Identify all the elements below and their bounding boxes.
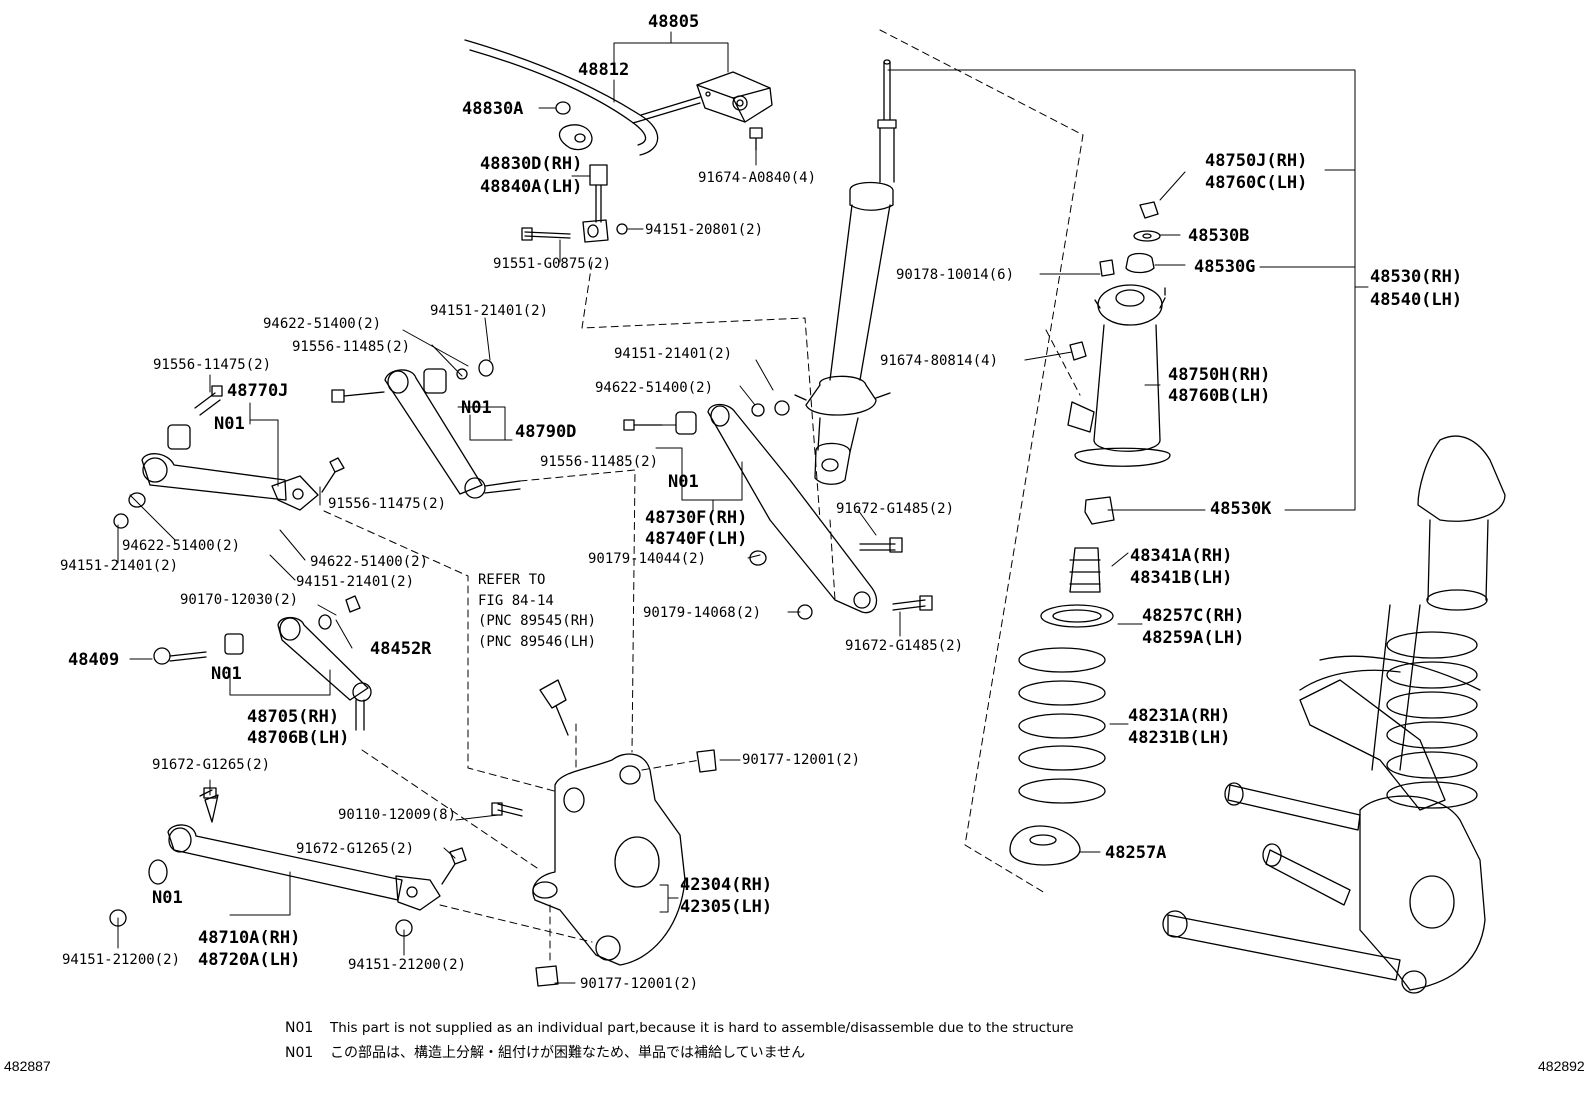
callout-48730f: 48730F(RH) xyxy=(645,508,748,528)
callout-48530k: 48530K xyxy=(1210,499,1272,519)
shock-absorber-drawing xyxy=(794,59,897,485)
callout-48710a: 48710A(RH) xyxy=(198,928,301,948)
callout-48530b: 48530B xyxy=(1188,226,1250,246)
callout-94151-21200-a: 94151-21200(2) xyxy=(62,952,181,968)
callout-48409: 48409 xyxy=(68,650,120,670)
spring-assembly-drawing xyxy=(1009,201,1171,866)
callout-48805: 48805 xyxy=(648,12,700,32)
callout-94151-21401-low: 94151-21401(2) xyxy=(296,574,415,590)
callout-91672-g1485-b: 91672-G1485(2) xyxy=(845,638,964,654)
callout-94151-21200-b: 94151-21200(2) xyxy=(348,957,467,973)
callout-48257c: 48257C(RH) xyxy=(1142,606,1245,626)
callout-n01: N01 xyxy=(668,472,699,492)
callout-90177-12001-b: 90177-12001(2) xyxy=(580,976,699,992)
refer-note-line: REFER TO xyxy=(478,572,546,588)
callout-91556-11485-mid: 91556-11485(2) xyxy=(540,454,659,470)
callout-90170-12030: 90170-12030(2) xyxy=(180,592,299,608)
assembled-suspension-drawing xyxy=(1162,435,1506,994)
callout-48750j: 48750J(RH) xyxy=(1205,151,1308,171)
callout-48540: 48540(LH) xyxy=(1370,290,1463,310)
figure-code-left: 482887 xyxy=(4,1058,51,1074)
refer-note-line: (PNC 89545(RH) xyxy=(478,613,597,629)
figure-code-right: 482892 xyxy=(1538,1058,1585,1074)
callout-42305: 42305(LH) xyxy=(680,897,773,917)
callout-91556-11485-top: 91556-11485(2) xyxy=(292,339,411,355)
callout-48812: 48812 xyxy=(578,60,630,80)
callout-94151-21401-mid: 94151-21401(2) xyxy=(614,346,733,362)
callout-94151-21401-top: 94151-21401(2) xyxy=(430,303,549,319)
callout-94622-51400-mid: 94622-51400(2) xyxy=(595,380,714,396)
footnote-en-text: This part is not supplied as an individu… xyxy=(330,1020,1074,1036)
refer-note-line: (PNC 89546(LH) xyxy=(478,634,597,650)
callout-48706b: 48706B(LH) xyxy=(247,728,350,748)
callout-n01: N01 xyxy=(152,888,183,908)
stabilizer-bar-drawing xyxy=(464,39,773,243)
callout-48750h: 48750H(RH) xyxy=(1168,365,1271,385)
callout-91672-g1265-a: 91672-G1265(2) xyxy=(152,757,271,773)
callout-90177-12001-a: 90177-12001(2) xyxy=(742,752,861,768)
callout-91551-g0875: 91551-G0875(2) xyxy=(493,256,612,272)
callout-48257a: 48257A xyxy=(1105,843,1167,863)
callout-48830d: 48830D(RH) xyxy=(480,154,583,174)
callout-90179-14068: 90179-14068(2) xyxy=(643,605,762,621)
leader-lines xyxy=(117,31,1369,984)
footnote-jp-code: N01 xyxy=(285,1045,314,1061)
callout-91672-g1485-a: 91672-G1485(2) xyxy=(836,501,955,517)
callout-48341a: 48341A(RH) xyxy=(1130,546,1233,566)
callout-n01: N01 xyxy=(461,398,492,418)
callout-48760b: 48760B(LH) xyxy=(1168,386,1271,406)
callout-48740f: 48740F(LH) xyxy=(645,529,748,549)
footnote-en-code: N01 xyxy=(285,1020,314,1036)
callout-48770j: 48770J xyxy=(227,381,289,401)
callout-90178-10014: 90178-10014(6) xyxy=(896,267,1015,283)
callout-94622-51400-top: 94622-51400(2) xyxy=(263,316,382,332)
callout-48705: 48705(RH) xyxy=(247,707,340,727)
callout-48830a: 48830A xyxy=(462,99,524,119)
callout-48259a: 48259A(LH) xyxy=(1142,628,1245,648)
callout-48720a: 48720A(LH) xyxy=(198,950,301,970)
callout-48530g: 48530G xyxy=(1194,257,1256,277)
footnote-jp-text: この部品は、構造上分解・組付けが困難なため、単品では補給していません xyxy=(330,1045,806,1061)
callout-94151-20801: 94151-20801(2) xyxy=(645,222,764,238)
callout-91556-11475-mid: 91556-11475(2) xyxy=(328,496,447,512)
link-arms-drawing xyxy=(109,359,933,987)
callout-48452r: 48452R xyxy=(370,639,432,659)
callout-42304: 42304(RH) xyxy=(680,875,773,895)
callout-90110-12009: 90110-12009(8) xyxy=(338,807,457,823)
callout-91674-80814: 91674-80814(4) xyxy=(880,353,999,369)
callout-91674-a0840: 91674-A0840(4) xyxy=(698,170,817,186)
callout-91672-g1265-b: 91672-G1265(2) xyxy=(296,841,415,857)
callout-91556-11475-left: 91556-11475(2) xyxy=(153,357,272,373)
callout-90179-14044: 90179-14044(2) xyxy=(588,551,707,567)
callout-n01: N01 xyxy=(211,664,242,684)
callout-94622-51400-left: 94622-51400(2) xyxy=(122,538,241,554)
callout-94622-51400-low: 94622-51400(2) xyxy=(310,554,429,570)
callout-48790d: 48790D xyxy=(515,422,577,442)
refer-note-line: FIG 84-14 xyxy=(478,593,554,609)
callout-48760c: 48760C(LH) xyxy=(1205,173,1308,193)
callout-48341b: 48341B(LH) xyxy=(1130,568,1233,588)
callout-n01: N01 xyxy=(214,414,245,434)
callout-48840a: 48840A(LH) xyxy=(480,177,583,197)
callout-94151-21401-left: 94151-21401(2) xyxy=(60,558,179,574)
callout-48530: 48530(RH) xyxy=(1370,267,1463,287)
callout-48231a: 48231A(RH) xyxy=(1128,706,1231,726)
callout-48231b: 48231B(LH) xyxy=(1128,728,1231,748)
